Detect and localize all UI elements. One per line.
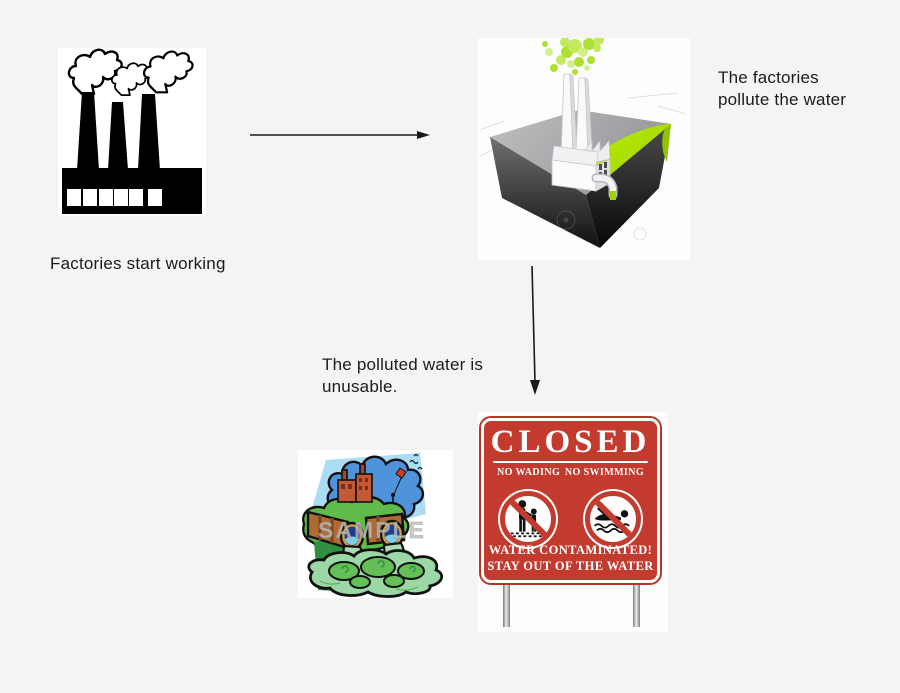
watermark-logo-icon xyxy=(556,210,647,241)
sketch-marks xyxy=(479,92,687,157)
step3-caption: The polluted water is unusable. xyxy=(322,355,484,396)
closed-sign: CLOSED NO WADING NO SWIMMING xyxy=(481,418,660,583)
warning-line2: STAY OUT OF THE WATER xyxy=(487,559,654,573)
no-wading-label: NO WADING xyxy=(497,467,561,478)
sewage-pipes-image: SAMPLE xyxy=(298,450,453,598)
green-smoke-icon xyxy=(542,38,604,75)
factory-building xyxy=(62,168,202,214)
hill-factory-icon xyxy=(337,463,373,503)
factory-chimneys xyxy=(77,92,160,170)
sign-post-left xyxy=(503,585,510,627)
no-wading-icon xyxy=(500,491,556,547)
polluted-pool xyxy=(307,548,444,598)
sign-post-right xyxy=(633,585,640,627)
arrow-right-connector xyxy=(250,131,430,139)
discharge-pipe xyxy=(591,173,618,200)
warning-line1: WATER CONTAMINATED! xyxy=(488,543,653,557)
arrowhead-down-icon xyxy=(530,380,540,395)
factory-3d xyxy=(551,73,611,192)
no-swimming-label: NO SWIMMING xyxy=(564,467,644,478)
kite-flyer-icon xyxy=(391,467,407,503)
sewage-pipe-left xyxy=(306,510,365,551)
sewage-pipe-right xyxy=(364,512,406,549)
closed-sign-image: CLOSED NO WADING NO SWIMMING xyxy=(478,412,668,632)
arrowhead-right-icon xyxy=(417,131,430,139)
pollution-cube-image xyxy=(478,38,690,260)
factory-silhouette-image xyxy=(58,48,206,216)
birds-icon xyxy=(409,453,423,470)
no-swimming-icon xyxy=(585,491,641,547)
step2-caption: The factories pollute the water xyxy=(718,68,847,109)
closed-sign-title: CLOSED xyxy=(490,424,651,460)
smoke-icon xyxy=(67,48,194,96)
sign-divider xyxy=(493,461,648,463)
sample-watermark: SAMPLE xyxy=(318,517,426,543)
arrow-down-connector xyxy=(530,266,540,395)
step1-caption: Factories start working xyxy=(50,254,226,273)
